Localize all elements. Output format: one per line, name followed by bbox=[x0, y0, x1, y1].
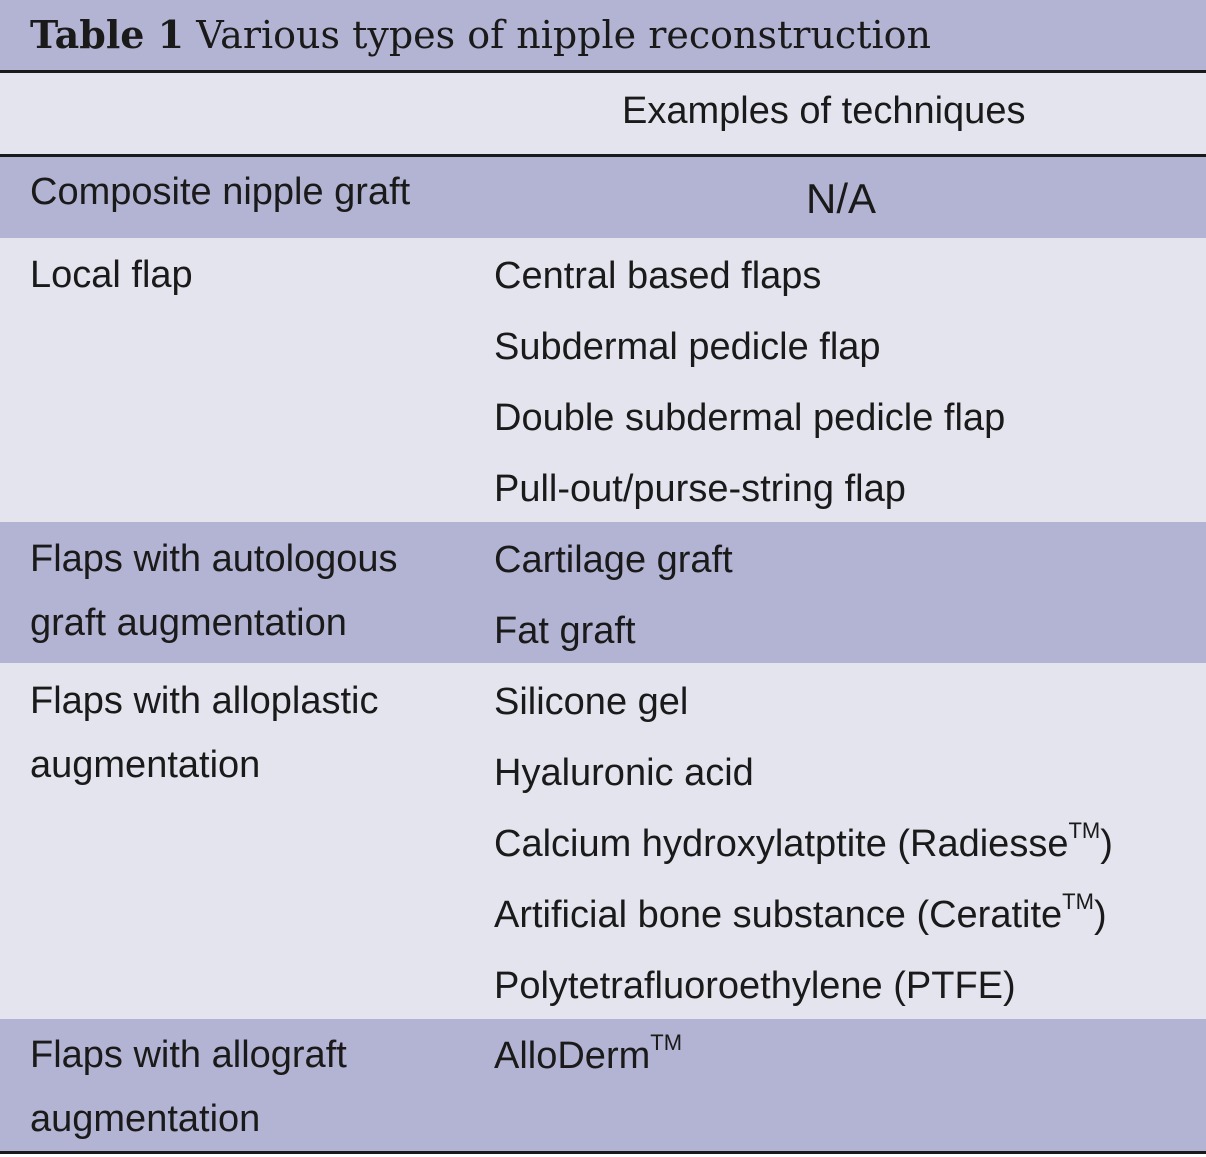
row-example: Cartilage graft bbox=[494, 539, 733, 581]
row-example: Central based flaps bbox=[494, 255, 822, 297]
trademark-mark: TM bbox=[650, 1030, 683, 1055]
row-category: Flaps with alloplastic augmentation bbox=[30, 680, 379, 786]
row-examples-list: Cartilage graft Fat graft bbox=[494, 541, 733, 683]
row-example: Polytetrafluoroethylene (PTFE) bbox=[494, 965, 1016, 1007]
row-category: Flaps with allograft augmentation bbox=[30, 1034, 347, 1140]
row-category: Local flap bbox=[30, 254, 193, 296]
table-row bbox=[0, 157, 1206, 238]
row-example: Calcium hydroxylatptite (RadiesseTM) bbox=[494, 820, 1113, 896]
table-label: Table 1 bbox=[30, 12, 185, 57]
header-rule bbox=[0, 154, 1206, 157]
bottom-rule bbox=[0, 1151, 1206, 1154]
row-example: Subdermal pedicle flap bbox=[494, 326, 881, 368]
close-paren: ) bbox=[1100, 823, 1113, 865]
table-caption: Table 1 Various types of nipple reconstr… bbox=[0, 0, 1206, 72]
table-row bbox=[0, 1019, 1206, 1151]
row-examples-list: AlloDermTM bbox=[494, 1032, 682, 1108]
header-row bbox=[0, 73, 1206, 154]
row-example-text: AlloDerm bbox=[494, 1035, 651, 1077]
table-row bbox=[0, 238, 1206, 522]
row-example: Silicone gel bbox=[494, 681, 689, 723]
table-row bbox=[0, 663, 1206, 1019]
row-category: Composite nipple graft bbox=[30, 171, 411, 213]
column-header-examples: Examples of techniques bbox=[622, 90, 1026, 132]
row-example: Hyaluronic acid bbox=[494, 752, 754, 794]
row-example: N/A bbox=[806, 175, 877, 222]
top-rule bbox=[0, 70, 1206, 73]
row-category: Flaps with autologous graft augmentation bbox=[30, 538, 398, 644]
row-example: AlloDermTM bbox=[494, 1032, 682, 1108]
row-example: Artificial bone substance (CeratiteTM) bbox=[494, 891, 1113, 967]
row-examples-list: Silicone gel Hyaluronic acid Calcium hyd… bbox=[494, 683, 1113, 1038]
row-example: Pull-out/purse-string flap bbox=[494, 468, 906, 510]
trademark-mark: TM bbox=[1062, 889, 1094, 914]
row-example: Double subdermal pedicle flap bbox=[494, 397, 1006, 439]
table-title: Various types of nipple reconstruction bbox=[196, 13, 931, 57]
row-example-text: Calcium hydroxylatptite (Radiesse bbox=[494, 823, 1069, 865]
row-examples-list: Central based flaps Subdermal pedicle fl… bbox=[494, 257, 1005, 541]
row-example-text: Artificial bone substance (Ceratite bbox=[494, 894, 1063, 936]
table-row bbox=[0, 522, 1206, 663]
row-example: Fat graft bbox=[494, 610, 636, 652]
close-paren: ) bbox=[1093, 894, 1107, 936]
trademark-mark: TM bbox=[1068, 818, 1101, 843]
